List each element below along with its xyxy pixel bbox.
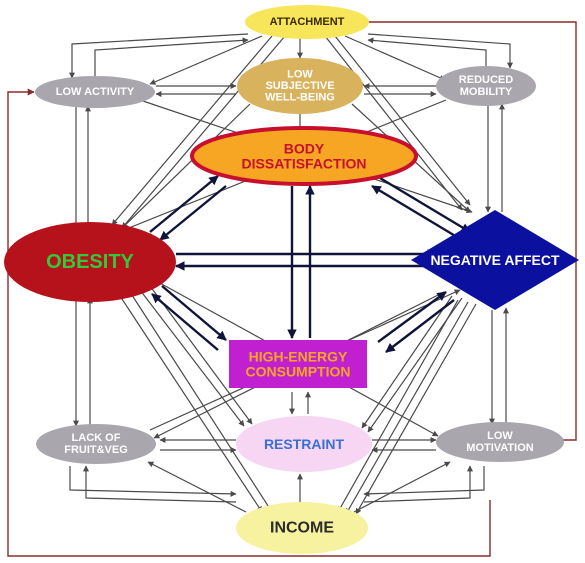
node-reduced-mobility-label: MOBILITY bbox=[460, 86, 513, 98]
node-low-swb-label: WELL-BEING bbox=[265, 92, 335, 104]
node-high-energy-label: CONSUMPTION bbox=[246, 363, 351, 379]
node-restraint-label: RESTRAINT bbox=[264, 436, 345, 452]
arrow-frame-top-right bbox=[367, 37, 487, 68]
loop-income-low-activity bbox=[7, 88, 491, 557]
node-reduced-mobility-label: REDUCED bbox=[459, 74, 513, 86]
node-low-motivation-shape bbox=[436, 422, 564, 462]
node-low-motivation-label: MOTIVATION bbox=[466, 442, 533, 454]
arrow-na-restraint-1 bbox=[361, 295, 453, 429]
node-low-swb-shape bbox=[237, 58, 363, 114]
node-high-energy-label: HIGH-ENERGY bbox=[249, 349, 348, 365]
arrow-attachment-mobility bbox=[344, 35, 446, 81]
node-low-activity-shape bbox=[35, 76, 155, 108]
node-low-swb-label: LOW bbox=[287, 68, 313, 80]
node-low-activity-label: LOW ACTIVITY bbox=[56, 86, 135, 98]
arrow-obesity-income-1 bbox=[119, 295, 263, 513]
arrow-obesity-restraint-1 bbox=[139, 289, 245, 427]
arrow-frame-bottom-right bbox=[363, 466, 485, 497]
arrow-attachment-frame-right bbox=[367, 33, 513, 69]
arrow-energy-obesity bbox=[151, 293, 219, 351]
arrow-na-income-1 bbox=[337, 299, 459, 513]
arrow-obesity-income-2 bbox=[129, 291, 273, 513]
arrow-frame-bottom-left-b bbox=[83, 465, 237, 503]
arrow-na-body-dissat bbox=[371, 184, 463, 242]
node-low-swb-label: SUBJECTIVE bbox=[265, 80, 334, 92]
arrow-na-restraint-2 bbox=[367, 297, 463, 433]
node-low-motivation-label: LOW bbox=[487, 430, 513, 442]
node-obesity-shape bbox=[4, 222, 176, 302]
node-lack-fruit-veg-shape bbox=[36, 424, 156, 464]
node-income-label: INCOME bbox=[270, 520, 334, 537]
arrow-attachment-na-1 bbox=[334, 35, 471, 206]
node-low-activity: LOW ACTIVITY bbox=[35, 76, 155, 108]
node-reduced-mobility-shape bbox=[436, 66, 536, 106]
arrow-na-income-2 bbox=[345, 301, 469, 515]
node-income: INCOME bbox=[236, 502, 368, 554]
node-obesity-label: OBESITY bbox=[46, 251, 134, 273]
arrow-na-energy bbox=[385, 299, 455, 353]
thick-arrows bbox=[149, 175, 471, 353]
node-restraint: RESTRAINT bbox=[236, 416, 372, 472]
arrow-income-motivation bbox=[353, 461, 451, 513]
arrow-obesity-energy bbox=[161, 285, 227, 341]
arrow-frame-top-left bbox=[94, 37, 249, 78]
arrow-attachment-obesity-1 bbox=[111, 35, 273, 226]
arrow-swb-obesity bbox=[117, 103, 251, 233]
node-attachment-shape bbox=[245, 5, 369, 39]
node-body-dissatisfaction-label: BODY bbox=[284, 141, 325, 157]
node-body-dissatisfaction-shape bbox=[190, 126, 418, 186]
node-obesity: OBESITY bbox=[4, 222, 176, 302]
arrow-income-fruitveg bbox=[147, 461, 247, 513]
node-lack-fruit-veg-label: FRUIT&VEG bbox=[64, 444, 128, 456]
arrow-obesity-body-dissat bbox=[149, 175, 219, 233]
arrow-energy-na bbox=[377, 291, 447, 343]
arrow-attachment-na-2 bbox=[324, 35, 463, 211]
node-income-shape bbox=[236, 502, 368, 554]
node-negative-affect-label: NEGATIVE AFFECT bbox=[430, 252, 560, 268]
node-lack-fruit-veg-label: LACK OF bbox=[72, 432, 121, 444]
arrow-frame-bottom-left bbox=[69, 466, 237, 497]
node-high-energy-shape bbox=[229, 340, 367, 388]
node-body-dissatisfaction-label: DISSATISFACTION bbox=[242, 155, 367, 171]
node-attachment-label: ATTACHMENT bbox=[270, 16, 345, 28]
arrow-body-dissat-na bbox=[379, 176, 471, 234]
arrow-obesity-restraint-2 bbox=[149, 285, 253, 425]
node-negative-affect: NEGATIVE AFFECT bbox=[411, 210, 579, 310]
arrow-attachment-frame-left bbox=[69, 33, 249, 79]
node-restraint-shape bbox=[236, 416, 372, 472]
arrow-na-income-3 bbox=[355, 303, 477, 515]
node-negative-affect-shape bbox=[411, 210, 579, 310]
node-attachment: ATTACHMENT bbox=[245, 5, 369, 39]
arrow-attachment-low-activity bbox=[149, 35, 263, 85]
arrow-frame-bottom-right-b bbox=[363, 465, 473, 503]
arrow-body-dissat-obesity bbox=[159, 185, 227, 241]
